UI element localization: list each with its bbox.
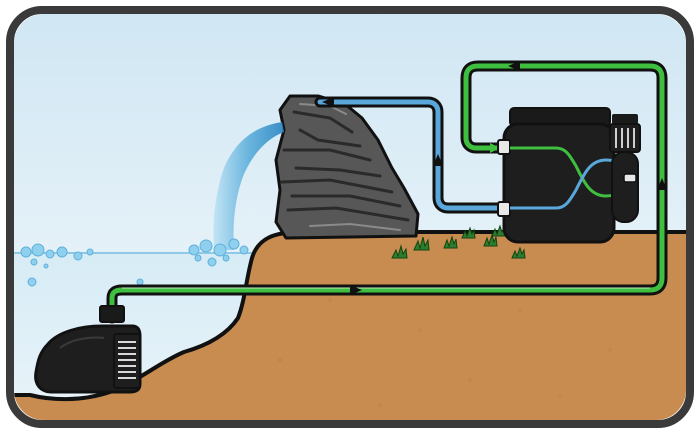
arrow-supply-top: [508, 61, 520, 71]
frame-border: [6, 6, 694, 428]
filter-outlet: [497, 201, 511, 217]
waterfall-rock: [274, 94, 420, 240]
arrow-return-up: [433, 154, 443, 166]
filter-inlet: [497, 139, 511, 155]
submersible-pump: [34, 305, 142, 394]
supply-line: [109, 63, 665, 321]
uv-clarifier: [609, 114, 641, 223]
pressure-filter: [497, 107, 628, 244]
ground-texture: [278, 298, 612, 407]
arrow-supply-ground: [350, 285, 362, 295]
arrow-supply-up: [657, 178, 667, 190]
grass-tufts: [391, 224, 526, 259]
waterfall: [213, 122, 284, 250]
arrow-filter-in: [490, 143, 500, 153]
arrow-return-left: [322, 97, 334, 107]
bubbles: [20, 238, 249, 287]
ground: [14, 230, 686, 420]
